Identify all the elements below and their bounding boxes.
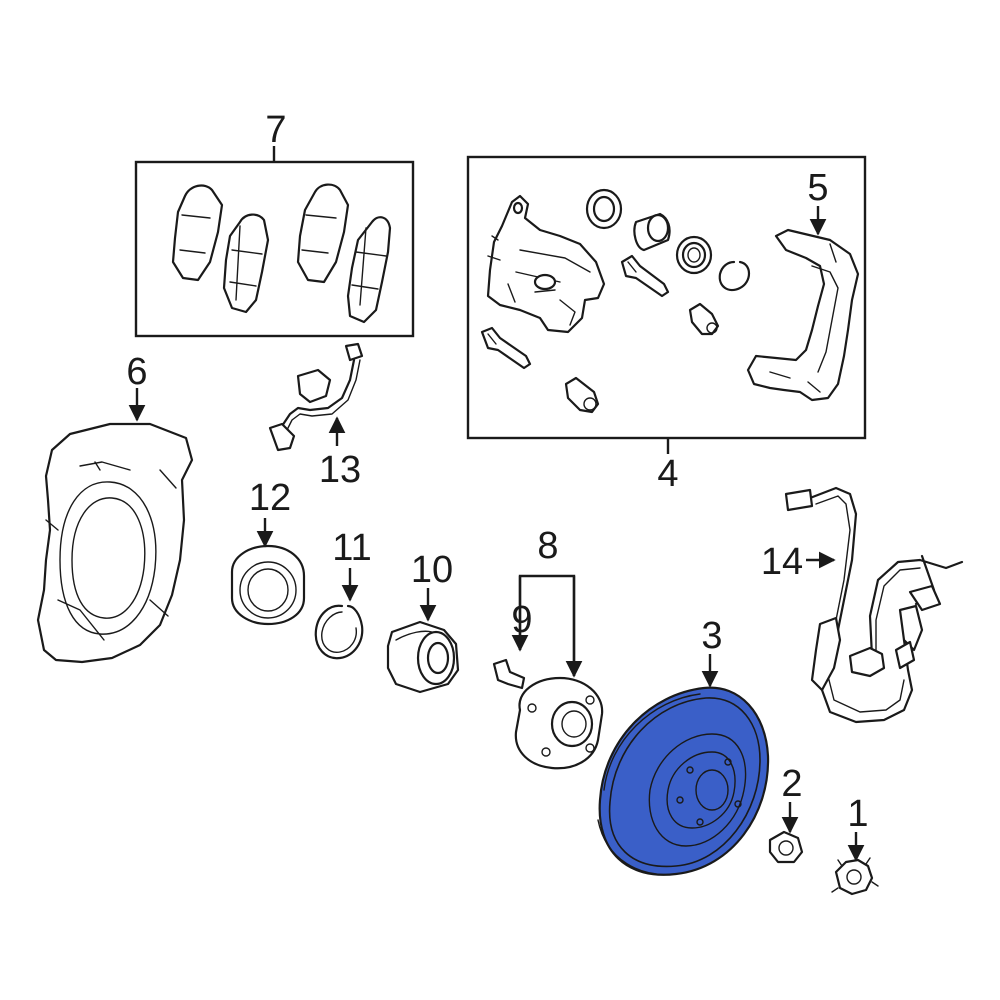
brake-pad-4[interactable] [346, 216, 392, 324]
hub-group[interactable]: 8 9 [492, 525, 604, 770]
caliper-piston[interactable] [633, 212, 671, 252]
brake-rotor-group[interactable]: 3 [597, 615, 770, 876]
abs-sensor-harness[interactable] [808, 486, 914, 724]
retaining-nut[interactable] [768, 830, 804, 864]
abs-clip-2[interactable] [898, 604, 924, 652]
abs-clip-1[interactable] [810, 616, 842, 692]
abs-sensor-head[interactable] [848, 646, 886, 678]
caliper-assembly-group[interactable]: 5 4 [466, 155, 867, 495]
retaining-nut-group[interactable]: 2 [768, 763, 804, 864]
snap-ring-group[interactable]: 11 [314, 527, 372, 660]
dust-boot[interactable] [675, 235, 713, 275]
brake-pad-set-group[interactable]: 7 [134, 109, 415, 338]
caliper-assembly-box [466, 155, 867, 440]
wheel-bearing-group[interactable]: 10 [386, 549, 460, 694]
bleeder-screw[interactable] [688, 302, 720, 336]
brake-hose-group[interactable]: 13 [268, 342, 364, 491]
brake-pad-3[interactable] [296, 183, 350, 284]
hose-fitting-bottom[interactable] [268, 422, 296, 452]
callout-2[interactable]: 2 [781, 763, 802, 805]
guide-pin-lower[interactable] [480, 326, 532, 370]
snap-ring[interactable] [314, 604, 364, 660]
callout-11[interactable]: 11 [332, 527, 371, 569]
callout-14[interactable]: 14 [761, 541, 803, 583]
hose-bracket[interactable] [296, 368, 332, 404]
guide-bushing[interactable] [564, 376, 600, 414]
splash-shield-group[interactable]: 6 [36, 351, 194, 664]
piston-seal[interactable] [585, 188, 623, 230]
abs-sensor-group[interactable]: 14 [761, 486, 964, 724]
callout-10[interactable]: 10 [411, 549, 453, 591]
wheel-stud[interactable] [492, 658, 526, 690]
callout-7[interactable]: 7 [265, 109, 286, 151]
callout-9[interactable]: 9 [511, 599, 532, 641]
lug-nut-group[interactable]: 1 [831, 793, 879, 896]
callout-12[interactable]: 12 [249, 477, 291, 519]
rotor-braking-surface [608, 697, 761, 868]
callout-5[interactable]: 5 [807, 167, 828, 209]
callout-4[interactable]: 4 [657, 453, 678, 495]
boot-snap-ring[interactable] [718, 260, 751, 292]
brake-pad-2[interactable] [222, 213, 270, 314]
caliper-body[interactable] [486, 194, 606, 334]
guide-pin-upper[interactable] [620, 254, 670, 298]
dust-seal[interactable] [230, 544, 306, 626]
abs-clip-4[interactable] [908, 584, 942, 612]
hose-fitting-top[interactable] [344, 342, 364, 362]
brake-rotor[interactable] [598, 686, 770, 876]
callout-6[interactable]: 6 [126, 351, 147, 393]
dust-seal-group[interactable]: 12 [230, 477, 306, 626]
callout-3[interactable]: 3 [701, 615, 722, 657]
callout-13[interactable]: 13 [319, 449, 361, 491]
abs-connector[interactable] [784, 488, 814, 512]
wheel-hub[interactable] [514, 676, 604, 770]
callout-8[interactable]: 8 [537, 525, 558, 567]
callout-1[interactable]: 1 [847, 793, 868, 835]
brake-pad-1[interactable] [171, 184, 224, 282]
abs-clip-3[interactable] [894, 640, 916, 670]
caliper-mounting-bracket[interactable] [746, 228, 860, 402]
